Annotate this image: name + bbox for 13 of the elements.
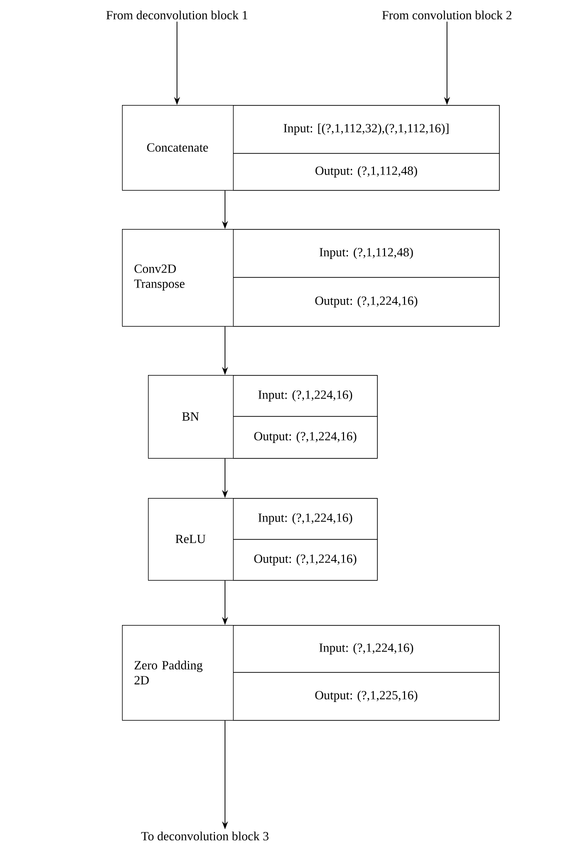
flow-label: From deconvolution block 1 [106,10,248,20]
output-cell: Output: (?,1,224,16) [233,539,378,581]
input-cell: Input: (?,1,224,16) [233,498,378,540]
input-cell: Input: (?,1,224,16) [233,375,378,417]
output-cell: Output: (?,1,225,16) [233,672,500,721]
input-cell: Input: (?,1,112,48) [233,228,500,278]
input-cell: Input: [(?,1,112,32),(?,1,112,16)] [233,105,500,154]
output-cell: Output: (?,1,112,48) [233,152,500,191]
flow-label: From convolution block 2 [382,10,512,20]
output-cell: Output: (?,1,224,16) [233,416,378,459]
output-cell: Output: (?,1,224,16) [233,277,500,327]
input-cell: Input: (?,1,224,16) [233,625,500,673]
flow-label: To deconvolution block 3 [141,832,268,840]
